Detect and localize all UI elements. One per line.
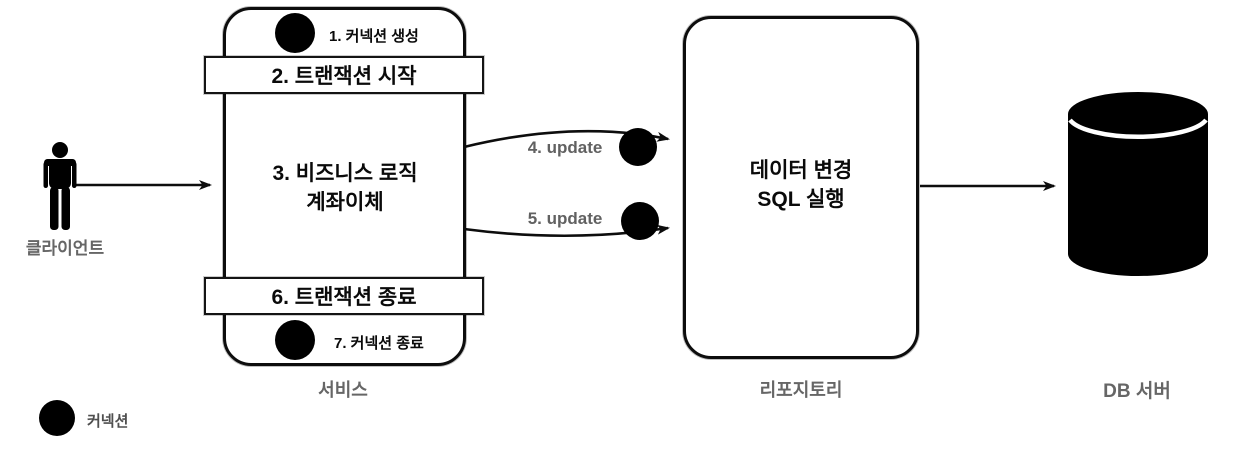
service-step2-label: 2. 트랜잭션 시작 (271, 65, 417, 88)
db-cylinder-icon (1068, 92, 1208, 276)
update5-label: 5. update (527, 209, 603, 228)
service-step3-line1: 3. 비즈니스 로직 (272, 162, 418, 185)
repository-caption: 리포지토리 (759, 380, 843, 400)
service-step1-label: 1. 커넥션 생성 (329, 28, 419, 45)
repository-box (683, 16, 919, 359)
service-step3-label: 3. 비즈니스 로직 계좌이체 (235, 159, 455, 217)
client-label: 클라이언트 (25, 239, 105, 258)
repository-line2: SQL 실행 (757, 188, 845, 211)
db-caption: DB 서버 (1103, 381, 1171, 402)
client-person-icon (43, 142, 77, 230)
service-caption: 서비스 (318, 380, 368, 400)
update4-connection-icon (619, 128, 657, 166)
update4-label: 4. update (527, 138, 603, 157)
legend-label: 커넥션 (87, 413, 129, 430)
service-step1-connection-icon (275, 13, 315, 53)
service-step7-connection-icon (275, 320, 315, 360)
service-step6-bar: 6. 트랜잭션 종료 (204, 277, 484, 315)
repository-line1: 데이터 변경 (749, 159, 853, 182)
service-step6-label: 6. 트랜잭션 종료 (271, 286, 417, 309)
legend-connection-icon (39, 400, 75, 436)
service-step7-label: 7. 커넥션 종료 (334, 335, 424, 352)
update5-connection-icon (621, 202, 659, 240)
service-step3-line2: 계좌이체 (306, 191, 384, 214)
repository-text: 데이터 변경 SQL 실행 (701, 156, 901, 214)
service-step2-bar: 2. 트랜잭션 시작 (204, 56, 484, 94)
